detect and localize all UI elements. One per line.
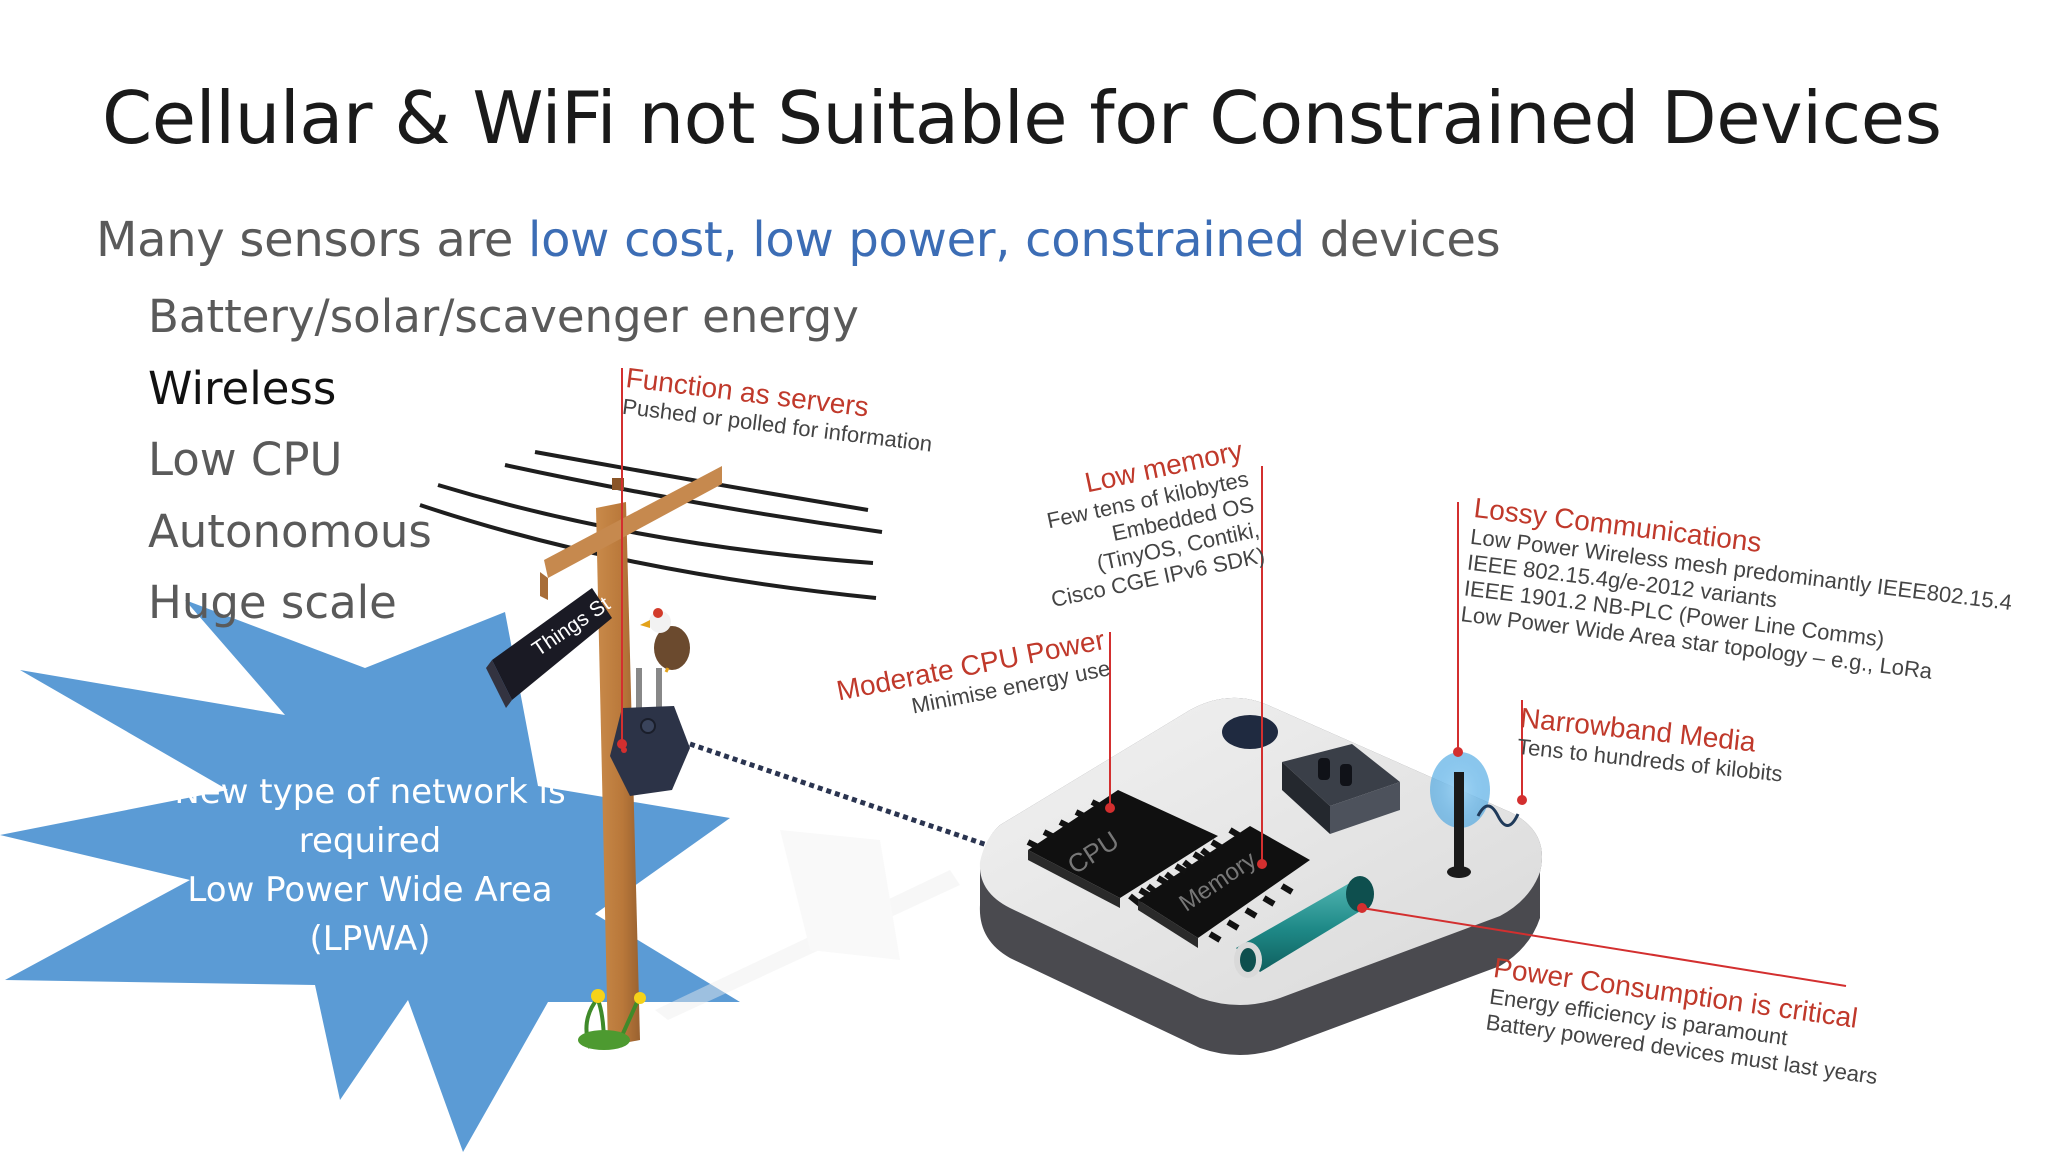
annotation-dots — [617, 739, 1527, 913]
subtitle-pre: Many sensors are — [96, 212, 529, 268]
bullet-autonomous: Autonomous — [148, 505, 432, 558]
flowers-icon — [578, 989, 646, 1050]
street-sign-icon — [486, 588, 612, 708]
bullet-huge-scale: Huge scale — [148, 576, 397, 629]
power-lines — [419, 450, 883, 600]
bird-icon — [640, 608, 690, 673]
annotation-leaders — [621, 368, 1847, 987]
bullet-low-cpu: Low CPU — [148, 433, 343, 486]
memory-chip-icon: Memory — [1138, 826, 1310, 948]
wireless-link — [689, 741, 991, 849]
starburst-line: Low Power Wide Area — [187, 870, 553, 910]
starburst-shape — [0, 600, 740, 1152]
starburst-label: New type of network is required Low Powe… — [130, 768, 610, 964]
sensor-node-icon — [610, 668, 690, 796]
antenna-icon — [1430, 752, 1520, 878]
pole-shadow — [655, 830, 960, 1020]
starburst-line: required — [298, 821, 442, 861]
subtitle: Many sensors are low cost, low power, co… — [96, 212, 1501, 268]
bullet-energy: Battery/solar/scavenger energy — [148, 290, 859, 343]
subtitle-highlight: low cost, low power, constrained — [528, 212, 1305, 268]
starburst-line: (LPWA) — [309, 919, 431, 959]
page-title: Cellular & WiFi not Suitable for Constra… — [102, 76, 1942, 160]
starburst-line: New type of network is — [174, 772, 566, 812]
subtitle-post: devices — [1304, 212, 1501, 268]
bullet-wireless: Wireless — [148, 362, 337, 415]
battery-icon — [1234, 876, 1374, 978]
